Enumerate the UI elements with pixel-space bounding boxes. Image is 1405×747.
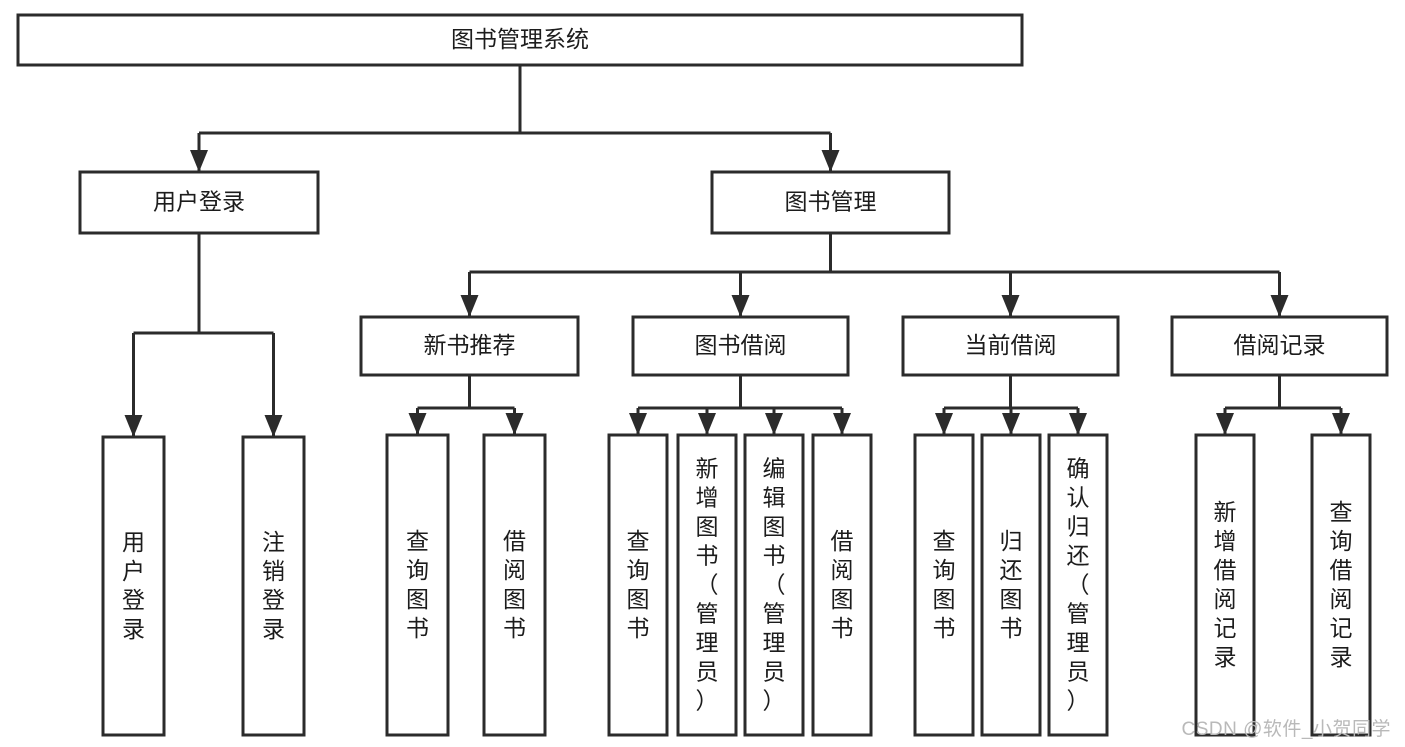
node-box: [482, 433, 547, 737]
node-label: 查询图书: [627, 528, 650, 641]
node-borrow-borrow-book[interactable]: 借阅图书: [811, 433, 873, 737]
arrow-head-icon: [765, 413, 783, 435]
node-borrow-query-book[interactable]: 查询图书: [607, 433, 669, 737]
arrow-head-icon: [1001, 295, 1020, 317]
arrow-head-icon: [124, 415, 143, 437]
node-label: 查询图书: [406, 528, 429, 641]
node-box: [676, 433, 738, 737]
node-user-login[interactable]: 用户登录: [78, 170, 320, 235]
node-label: 新书推荐: [424, 332, 516, 358]
arrow-head-icon: [408, 413, 427, 435]
node-label: 新增图书（管理员）: [696, 456, 719, 714]
node-user-login-do[interactable]: 用户登录: [101, 435, 166, 737]
arrow-head-icon: [731, 295, 750, 317]
node-label: 图书管理: [785, 189, 877, 215]
node-root[interactable]: 图书管理系统: [16, 13, 1024, 67]
node-label: 借阅图书: [831, 528, 854, 641]
node-label: 注销登录: [262, 529, 285, 642]
node-box: [359, 315, 580, 377]
node-box: [811, 433, 873, 737]
node-borrow-record[interactable]: 借阅记录: [1170, 315, 1389, 377]
node-box: [913, 433, 975, 737]
arrow-head-icon: [629, 413, 647, 435]
node-box: [1310, 433, 1372, 737]
node-user-logout[interactable]: 注销登录: [241, 435, 306, 737]
nodes-layer: 图书管理系统用户登录用户登录注销登录图书管理新书推荐查询图书借阅图书图书借阅查询…: [16, 13, 1389, 737]
node-label: 查询图书: [933, 528, 956, 641]
node-book-management[interactable]: 图书管理: [710, 170, 951, 235]
node-record-query[interactable]: 查询借阅记录: [1310, 433, 1372, 737]
arrow-head-icon: [1270, 295, 1289, 317]
node-current-borrow[interactable]: 当前借阅: [901, 315, 1120, 377]
node-record-add[interactable]: 新增借阅记录: [1194, 433, 1256, 737]
node-label: 图书借阅: [695, 332, 787, 358]
arrow-head-icon: [935, 413, 953, 435]
node-box: [710, 170, 951, 235]
node-book-borrow[interactable]: 图书借阅: [631, 315, 850, 377]
arrow-head-icon: [460, 295, 479, 317]
node-box: [241, 435, 306, 737]
node-label: 查询借阅记录: [1330, 499, 1353, 670]
node-box: [631, 315, 850, 377]
edges-layer: [124, 65, 1350, 437]
arrow-head-icon: [821, 150, 840, 172]
arrow-head-icon: [190, 150, 208, 172]
node-box: [385, 433, 450, 737]
node-label: 用户登录: [153, 189, 245, 215]
node-box: [980, 433, 1042, 737]
node-current-query-book[interactable]: 查询图书: [913, 433, 975, 737]
node-box: [1047, 433, 1109, 737]
arrow-head-icon: [1069, 413, 1087, 435]
node-box: [607, 433, 669, 737]
node-label: 图书管理系统: [451, 26, 589, 52]
arrow-head-icon: [1332, 413, 1350, 435]
node-box: [1170, 315, 1389, 377]
arrow-head-icon: [505, 413, 524, 435]
node-label: 借阅记录: [1234, 332, 1326, 358]
node-current-return-book[interactable]: 归还图书: [980, 433, 1042, 737]
node-box: [16, 13, 1024, 67]
arrow-head-icon: [264, 415, 283, 437]
node-label: 用户登录: [122, 529, 145, 642]
node-box: [78, 170, 320, 235]
node-current-confirm-return[interactable]: 确认归还（管理员）: [1047, 433, 1109, 737]
node-borrow-edit-book[interactable]: 编辑图书（管理员）: [743, 433, 805, 737]
node-label: 新增借阅记录: [1214, 499, 1237, 670]
node-recommend-borrow-book[interactable]: 借阅图书: [482, 433, 547, 737]
arrow-head-icon: [833, 413, 851, 435]
arrow-head-icon: [1216, 413, 1234, 435]
node-new-book-recommend[interactable]: 新书推荐: [359, 315, 580, 377]
node-recommend-query-book[interactable]: 查询图书: [385, 433, 450, 737]
node-box: [743, 433, 805, 737]
node-label: 借阅图书: [503, 528, 526, 641]
node-label: 归还图书: [1000, 528, 1023, 641]
node-label: 编辑图书（管理员）: [763, 456, 786, 714]
node-box: [901, 315, 1120, 377]
node-box: [101, 435, 166, 737]
node-label: 当前借阅: [965, 332, 1057, 358]
arrow-head-icon: [1002, 413, 1020, 435]
node-label: 确认归还（管理员）: [1067, 456, 1090, 714]
node-box: [1194, 433, 1256, 737]
node-borrow-add-book[interactable]: 新增图书（管理员）: [676, 433, 738, 737]
arrow-head-icon: [698, 413, 716, 435]
